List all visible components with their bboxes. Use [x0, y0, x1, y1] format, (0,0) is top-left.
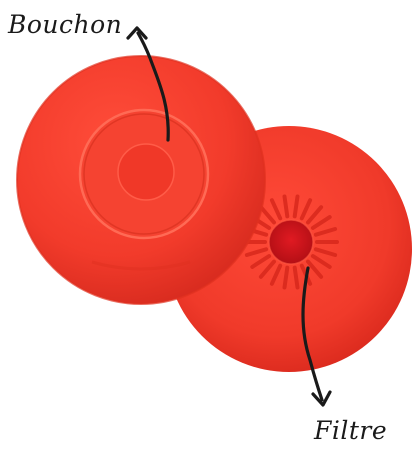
filter-label: Filtre — [314, 418, 387, 443]
cap-label: Bouchon — [8, 12, 122, 37]
filter-rib — [295, 197, 298, 217]
filter-rib — [295, 268, 298, 288]
cap-disc — [17, 56, 265, 304]
filter-rib — [285, 197, 288, 217]
cap-center — [118, 144, 174, 200]
filter-rib — [285, 268, 288, 288]
